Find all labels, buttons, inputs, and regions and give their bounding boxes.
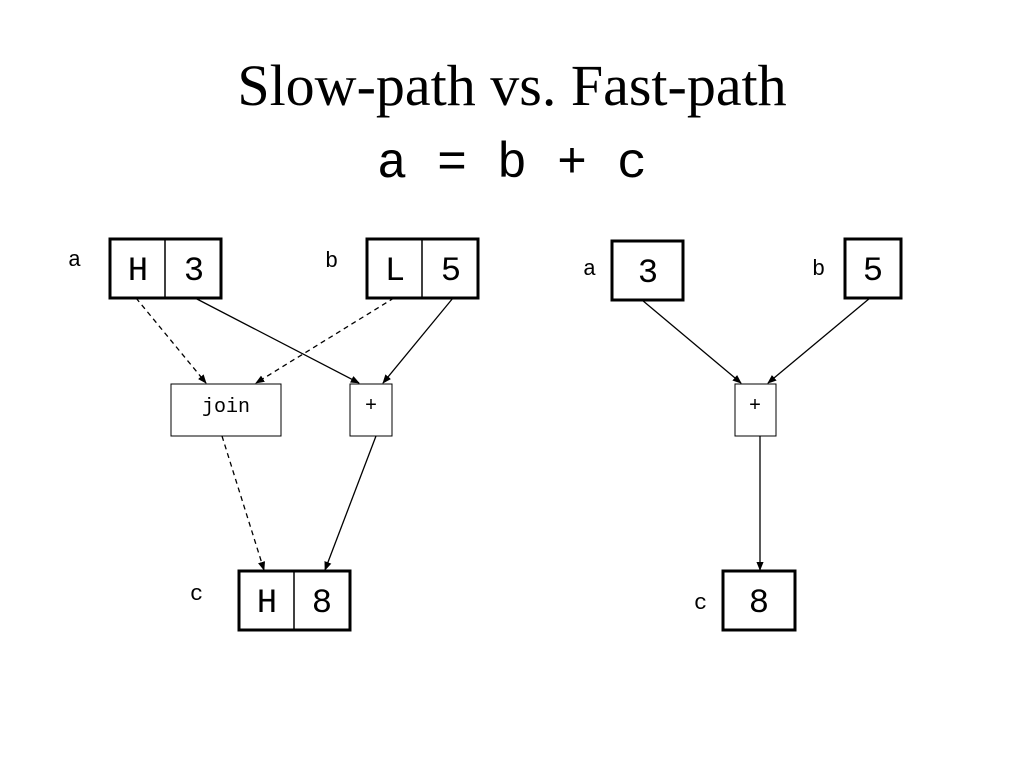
join-label: join (202, 396, 250, 419)
fast-a-label: a (583, 257, 596, 282)
join-node: join (170, 383, 282, 437)
slow-a-label: a (68, 248, 81, 273)
slow-b-tag: L (385, 253, 405, 291)
fast-plus-node: + (734, 383, 777, 437)
slow-a-tag: H (128, 253, 148, 291)
slow-c-box: H 8 (237, 569, 352, 632)
fast-b-label: b (812, 257, 825, 282)
edge-b-tag-to-join (255, 297, 395, 384)
fast-plus-label: + (749, 395, 761, 418)
slow-plus-node: + (349, 383, 393, 437)
edge-plus-to-c-value (324, 435, 377, 571)
slow-c-tag: H (257, 585, 277, 623)
slow-b-value: 5 (441, 253, 461, 291)
slow-c-value: 8 (312, 585, 332, 623)
slow-a-value: 3 (184, 253, 204, 291)
fast-b-value: 5 (863, 253, 883, 291)
slow-b-box: L 5 (365, 237, 480, 300)
fast-c-value: 8 (749, 585, 769, 623)
edge-join-to-c-tag (221, 435, 266, 571)
fast-c-label: c (694, 591, 707, 616)
edge-b-value-to-plus (382, 297, 454, 384)
edge-a-value-to-plus (194, 297, 360, 384)
slow-plus-label: + (365, 395, 377, 418)
fast-a-box: 3 (610, 239, 685, 302)
slow-a-box: H 3 (108, 237, 223, 300)
slow-b-label: b (325, 249, 338, 274)
fast-b-box: 5 (843, 237, 903, 300)
slow-c-label: c (190, 582, 203, 607)
fast-c-box: 8 (721, 569, 797, 632)
edge-a-tag-to-join (135, 297, 207, 384)
fast-path-diagram: a 3 b 5 + c 8 (583, 237, 903, 632)
fast-edge-a-to-plus (641, 299, 742, 384)
slide-subtitle: a = b + c (376, 136, 648, 193)
fast-a-value: 3 (638, 255, 658, 293)
slow-path-diagram: a H 3 b L 5 join + c H (68, 237, 480, 632)
fast-edge-b-to-plus (767, 297, 871, 384)
slide-title: Slow-path vs. Fast-path (237, 53, 787, 118)
